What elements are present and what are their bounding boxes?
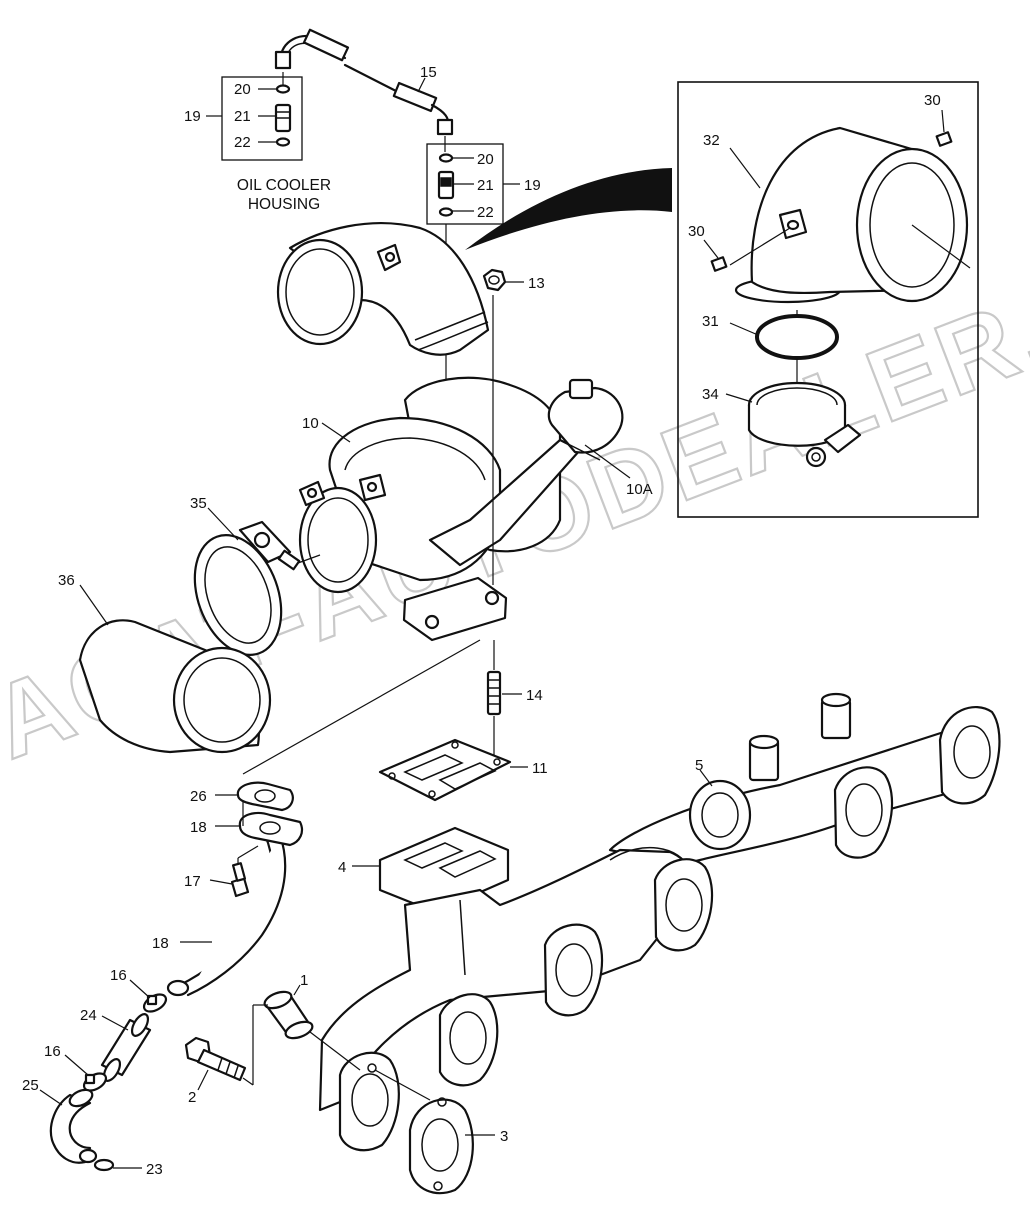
- callout-16-lower: 16: [44, 1043, 61, 1060]
- elbow-adapter: [734, 126, 971, 304]
- callout-21-left: 21: [234, 108, 251, 125]
- oil-feed-line: [274, 28, 454, 136]
- fitting-group-right: [426, 143, 504, 225]
- callout-1: 1: [300, 972, 308, 989]
- callout-26: 26: [190, 788, 207, 805]
- nut: [482, 268, 507, 292]
- callout-30-lower: 30: [688, 223, 705, 240]
- callout-3: 3: [500, 1128, 508, 1145]
- callout-22-left: 22: [234, 134, 251, 151]
- leader-lines: [39, 77, 945, 1169]
- exhaust-manifold-front: [318, 826, 714, 1152]
- callout-18-lower: 18: [152, 935, 169, 952]
- o-ring: [755, 314, 839, 360]
- callout-4: 4: [338, 859, 346, 876]
- callout-2: 2: [188, 1089, 196, 1106]
- drain-elbow-tube: [49, 1088, 98, 1164]
- drain-o-ring: [93, 1158, 115, 1172]
- callout-16-upper: 16: [110, 967, 127, 984]
- v-band-clamp: [193, 520, 301, 656]
- callout-21-right: 21: [477, 177, 494, 194]
- callout-13: 13: [528, 275, 545, 292]
- inlet-elbow: [78, 619, 272, 754]
- elbow-screw-lower: [710, 256, 728, 272]
- callout-15: 15: [420, 64, 437, 81]
- hose-clamp-lower: [82, 1072, 108, 1092]
- callout-10: 10: [302, 415, 319, 432]
- turbo-gasket: [378, 738, 512, 802]
- callout-30-upper: 30: [924, 92, 941, 109]
- drain-capscrew: [230, 862, 250, 898]
- callout-18-upper: 18: [190, 819, 207, 836]
- callout-17: 17: [184, 873, 201, 890]
- v-band-clamp-inset: [747, 381, 862, 468]
- callout-20-right: 20: [477, 151, 494, 168]
- callout-34: 34: [702, 386, 719, 403]
- callout-19-right: 19: [524, 177, 541, 194]
- callout-36: 36: [58, 572, 75, 589]
- callout-22-right: 22: [477, 204, 494, 221]
- hose-clamp-upper: [142, 993, 168, 1013]
- callout-25: 25: [22, 1077, 39, 1094]
- callout-31: 31: [702, 313, 719, 330]
- detail-pointer: [465, 168, 672, 250]
- detail-inset: [465, 81, 979, 518]
- turbocharger: [276, 222, 624, 642]
- callout-5: 5: [695, 757, 703, 774]
- drain-gasket: [236, 781, 294, 812]
- callout-10a: 10A: [626, 481, 653, 498]
- note-line2: HOUSING: [248, 196, 320, 213]
- callout-32: 32: [703, 132, 720, 149]
- callouts: 30 32 30 31 34 15 20 21 22 19 20 21 22 1…: [22, 64, 941, 1178]
- fitting-group-left: [221, 76, 303, 161]
- exhaust-port-gasket: [408, 1097, 474, 1195]
- exhaust-manifold-rear: [608, 692, 1001, 867]
- callout-23: 23: [146, 1161, 163, 1178]
- spacer-sleeve: [263, 990, 314, 1040]
- manifold-bolt: [184, 1036, 247, 1082]
- callout-14: 14: [526, 687, 543, 704]
- drain-hose: [100, 1013, 152, 1082]
- callout-24: 24: [80, 1007, 97, 1024]
- callout-19-left: 19: [184, 108, 201, 125]
- oil-drain-tube: [166, 811, 304, 997]
- callout-11: 11: [532, 760, 548, 777]
- stud: [486, 670, 502, 716]
- callout-20-left: 20: [234, 81, 251, 98]
- elbow-screw-upper: [935, 131, 953, 147]
- callout-35: 35: [190, 495, 207, 512]
- note-line1: OIL COOLER: [237, 177, 331, 194]
